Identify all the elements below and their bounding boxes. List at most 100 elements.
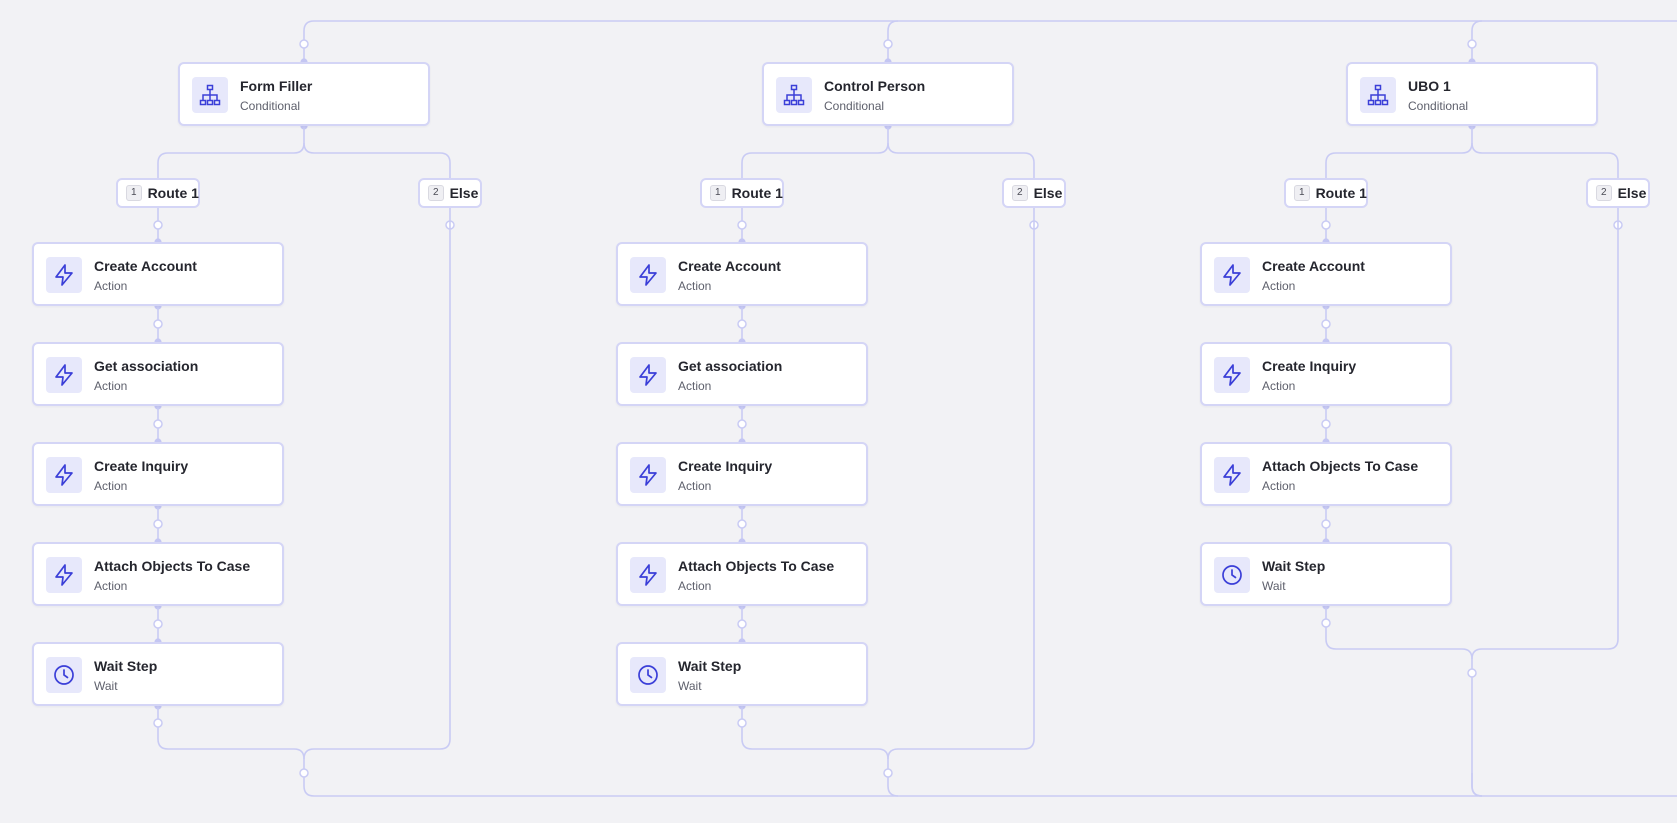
add-step-connector[interactable] — [153, 319, 163, 329]
add-step-connector[interactable] — [153, 419, 163, 429]
exit-bus — [303, 773, 1677, 797]
add-step-connector[interactable] — [883, 768, 893, 778]
else-branch[interactable]: 2 Else — [1586, 178, 1650, 208]
node-title: UBO 1 — [1408, 78, 1451, 94]
conditional-node[interactable]: UBO 1 Conditional — [1346, 62, 1598, 126]
add-step-connector[interactable] — [1321, 519, 1331, 529]
add-step-connector[interactable] — [1321, 419, 1331, 429]
node-type: Action — [94, 279, 128, 293]
edge-line — [157, 126, 305, 178]
lightning-icon — [630, 257, 666, 293]
add-step-connector[interactable] — [883, 39, 893, 49]
route-number-badge: 1 — [1294, 185, 1310, 201]
route-label: Else — [1033, 185, 1063, 201]
edge-line — [887, 208, 1035, 773]
edge-line — [303, 208, 451, 773]
hierarchy-icon — [192, 77, 228, 113]
edge-line — [303, 142, 451, 178]
node-title: Create Account — [1262, 258, 1365, 274]
entry-bus — [303, 20, 1677, 44]
clock-icon — [630, 657, 666, 693]
node-title: Attach Objects To Case — [678, 558, 835, 574]
add-step-connector[interactable] — [299, 39, 309, 49]
exit-branch — [887, 773, 899, 797]
lightning-icon — [630, 557, 666, 593]
route-1-branch[interactable]: 1 Route 1 — [116, 178, 200, 208]
add-step-connector[interactable] — [737, 419, 747, 429]
edge-line — [887, 142, 1035, 178]
add-step-connector[interactable] — [153, 619, 163, 629]
lightning-icon — [46, 557, 82, 593]
edge-line — [741, 706, 889, 760]
route-number-badge: 2 — [1596, 185, 1612, 201]
node-title: Form Filler — [240, 78, 313, 94]
edge-line — [741, 126, 889, 178]
route-number-badge: 1 — [710, 185, 726, 201]
clock-icon — [46, 657, 82, 693]
add-step-connector[interactable] — [1321, 220, 1331, 230]
lightning-icon — [630, 457, 666, 493]
add-step-connector[interactable] — [737, 519, 747, 529]
lightning-icon — [46, 357, 82, 393]
add-step-connector[interactable] — [153, 718, 163, 728]
node-type: Action — [94, 579, 128, 593]
add-step-connector[interactable] — [737, 718, 747, 728]
route-label: Route 1 — [1315, 185, 1367, 201]
hierarchy-icon — [1360, 77, 1396, 113]
node-type: Action — [94, 479, 128, 493]
route-1-branch[interactable]: 1 Route 1 — [1284, 178, 1368, 208]
edge-line — [157, 706, 305, 760]
add-step-connector[interactable] — [1467, 39, 1477, 49]
lightning-icon — [630, 357, 666, 393]
add-step-connector[interactable] — [299, 768, 309, 778]
route-label: Route 1 — [731, 185, 783, 201]
add-step-connector[interactable] — [1467, 668, 1477, 678]
node-title: Wait Step — [1262, 558, 1326, 574]
node-title: Create Inquiry — [1262, 358, 1357, 374]
node-type: Conditional — [1408, 99, 1469, 113]
edge-line — [1471, 142, 1619, 178]
add-step-connector[interactable] — [737, 220, 747, 230]
add-step-connector[interactable] — [153, 220, 163, 230]
node-type: Wait — [678, 679, 702, 693]
route-number-badge: 1 — [126, 185, 142, 201]
clock-icon — [1214, 557, 1250, 593]
node-type: Conditional — [240, 99, 301, 113]
node-type: Action — [678, 379, 712, 393]
route-1-branch[interactable]: 1 Route 1 — [700, 178, 784, 208]
route-label: Route 1 — [147, 185, 199, 201]
add-step-connector[interactable] — [1321, 618, 1331, 628]
node-title: Wait Step — [678, 658, 742, 674]
add-step-connector[interactable] — [153, 519, 163, 529]
entry-branch — [1471, 20, 1483, 44]
add-step-connector[interactable] — [1321, 319, 1331, 329]
add-step-connector[interactable] — [737, 619, 747, 629]
node-title: Attach Objects To Case — [94, 558, 251, 574]
route-label: Else — [449, 185, 479, 201]
node-type: Action — [678, 279, 712, 293]
hierarchy-icon — [776, 77, 812, 113]
route-label: Else — [1617, 185, 1647, 201]
add-step-connector[interactable] — [737, 319, 747, 329]
lightning-icon — [1214, 357, 1250, 393]
